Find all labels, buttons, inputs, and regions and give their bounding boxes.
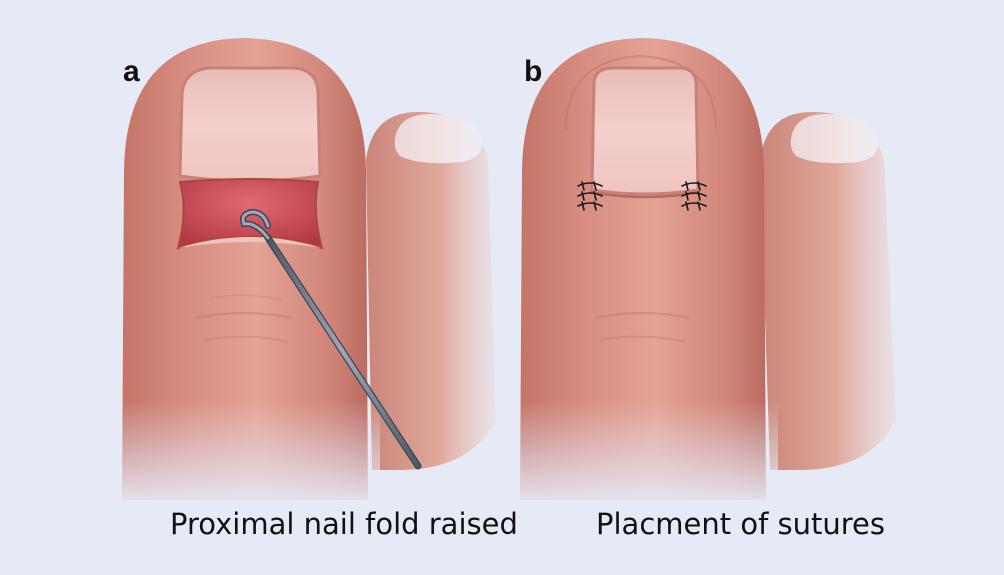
sutures-left — [577, 181, 603, 211]
panel-a-caption: Proximal nail fold raised — [170, 507, 518, 541]
skin-hook-instrument — [240, 208, 422, 470]
panel-b-caption: Placment of sutures — [596, 507, 885, 541]
big-toe-a — [110, 38, 380, 510]
second-toe-a — [366, 100, 510, 490]
second-toe-b — [760, 100, 916, 490]
panel-b — [508, 38, 916, 510]
sutures-right — [681, 181, 707, 211]
panel-b-letter: b — [524, 55, 543, 88]
big-toe-b — [508, 38, 778, 510]
panel-a — [110, 38, 510, 510]
panel-a-letter: a — [123, 55, 140, 88]
